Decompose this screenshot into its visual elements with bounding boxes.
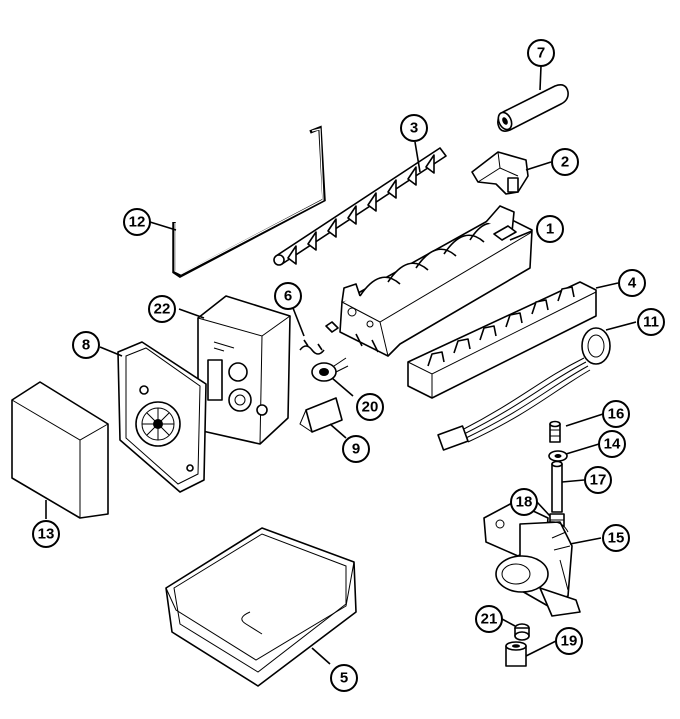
svg-text:19: 19 [561,633,578,650]
part-ice-mold [339,205,533,357]
callout-9: 9 [342,435,370,463]
part-ice-bin [165,527,357,687]
svg-text:21: 21 [481,611,498,628]
svg-text:17: 17 [590,472,607,489]
svg-text:7: 7 [537,45,545,62]
svg-text:9: 9 [352,441,360,458]
svg-text:3: 3 [410,120,418,137]
callout-22: 22 [148,295,176,323]
part-coupling [505,641,527,667]
callout-6: 6 [274,282,302,310]
callout-1: 1 [536,215,564,243]
callout-21: 21 [475,605,503,633]
svg-text:15: 15 [608,530,625,547]
svg-text:1: 1 [546,221,554,238]
svg-text:5: 5 [340,670,348,687]
part-wiring-harness [437,327,611,451]
svg-text:2: 2 [561,154,569,171]
callout-5: 5 [330,664,358,692]
part-module-housing [197,295,291,445]
svg-text:14: 14 [604,436,621,453]
svg-text:16: 16 [608,406,625,423]
callout-3: 3 [400,114,428,142]
svg-text:6: 6 [284,288,292,305]
svg-text:12: 12 [129,214,146,231]
callout-4: 4 [618,269,646,297]
part-screw [549,420,561,443]
part-thermostat [311,357,349,382]
part-spring [299,321,339,355]
callout-11: 11 [637,308,665,336]
part-front-cover [11,381,109,519]
leader-lines [45,65,637,665]
callout-15: 15 [602,524,630,552]
part-shutoff-arm [172,125,326,279]
svg-text:22: 22 [154,301,171,318]
part-water-valve [483,501,581,617]
callout-17: 17 [584,466,612,494]
svg-text:4: 4 [628,275,637,292]
part-stripper [407,281,597,399]
callout-19: 19 [555,627,583,655]
part-nut [548,450,568,462]
part-ejector-shaft [273,147,447,266]
svg-text:18: 18 [516,494,533,511]
callout-12: 12 [123,208,151,236]
part-tube [551,460,563,513]
callout-13: 13 [32,520,60,548]
svg-text:20: 20 [362,399,379,416]
callout-18: 18 [510,488,538,516]
callout-20: 20 [356,393,384,421]
part-fill-tube [497,84,569,132]
callout-7: 7 [527,39,555,67]
svg-text:13: 13 [38,526,55,543]
part-small-nut [514,623,530,641]
part-clip [299,397,343,433]
callout-8: 8 [72,331,100,359]
svg-text:8: 8 [82,337,90,354]
part-bracket [471,151,529,195]
part-cover-plate [117,341,207,493]
svg-text:11: 11 [643,314,659,331]
callout-14: 14 [598,430,626,458]
callout-2: 2 [551,148,579,176]
callout-16: 16 [602,400,630,428]
